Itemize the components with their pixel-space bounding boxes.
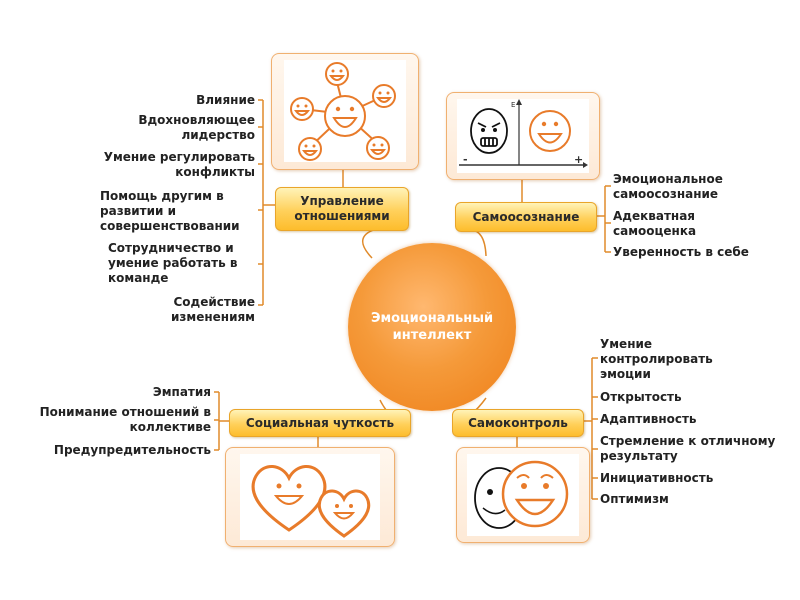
branch-social-awareness: Социальная чуткость	[229, 409, 411, 437]
leaf-social-2: Понимание отношений в коллективе	[39, 405, 211, 434]
leaf-self-awareness-3: Уверенность в себе	[613, 245, 749, 259]
leaf-relationships-5: Сотрудничество и умение работать в коман…	[108, 241, 238, 285]
leaf-relationships-6: Содействие изменениям	[171, 295, 255, 324]
leaf-relationships-1: Влияние	[196, 93, 255, 107]
hearts-picture	[225, 447, 395, 547]
leaf-relationships-4: Помощь другим в развитии и совершенствов…	[100, 189, 240, 233]
happy-faces-icon	[467, 454, 579, 536]
leaf-relationships-3: Умение регулировать конфликты	[103, 150, 255, 179]
leaf-self-control-5: Инициативность	[600, 471, 714, 485]
graph-minus: -	[463, 153, 468, 166]
branch-social-awareness-label: Социальная чуткость	[245, 415, 395, 430]
leaf-social-1: Эмпатия	[152, 385, 211, 399]
leaf-relationships-2: Вдохновляющее лидерство	[138, 113, 255, 142]
leaf-self-control-6: Оптимизм	[600, 492, 669, 506]
leaf-self-control-2: Открытость	[600, 390, 682, 404]
smiley-network-icon	[284, 60, 406, 162]
leaf-self-awareness-2: Адекватная самооценка	[613, 209, 697, 238]
smiling-hearts-icon	[240, 454, 380, 540]
smiley-network-picture	[271, 53, 419, 170]
leaf-self-control-1: Умение контролировать эмоции	[600, 337, 713, 381]
leaf-self-control-4: Стремление к отличному результату	[600, 434, 776, 463]
leaf-self-control-3: Адаптивность	[600, 412, 697, 426]
branch-self-awareness: Самоосознание	[455, 202, 597, 232]
central-node: Эмоциональный интеллект	[348, 243, 516, 411]
branch-self-awareness-label: Самоосознание	[472, 209, 580, 224]
emotion-graph-picture: E - +	[446, 92, 600, 180]
branch-relationships-label: Управление отношениями	[294, 194, 390, 223]
branch-self-control-label: Самоконтроль	[468, 415, 568, 430]
graph-y-label: E	[511, 101, 515, 109]
central-node-label: Эмоциональный интеллект	[370, 311, 494, 343]
graph-plus: +	[574, 153, 583, 166]
leaf-social-3: Предупредительность	[53, 443, 211, 457]
angry-and-happy-face-icon: E - +	[457, 99, 589, 173]
branch-relationships: Управление отношениями	[275, 187, 409, 231]
branch-self-control: Самоконтроль	[452, 409, 584, 437]
leaf-self-awareness-1: Эмоциональное самоосознание	[613, 172, 723, 201]
faces-picture	[456, 447, 590, 543]
